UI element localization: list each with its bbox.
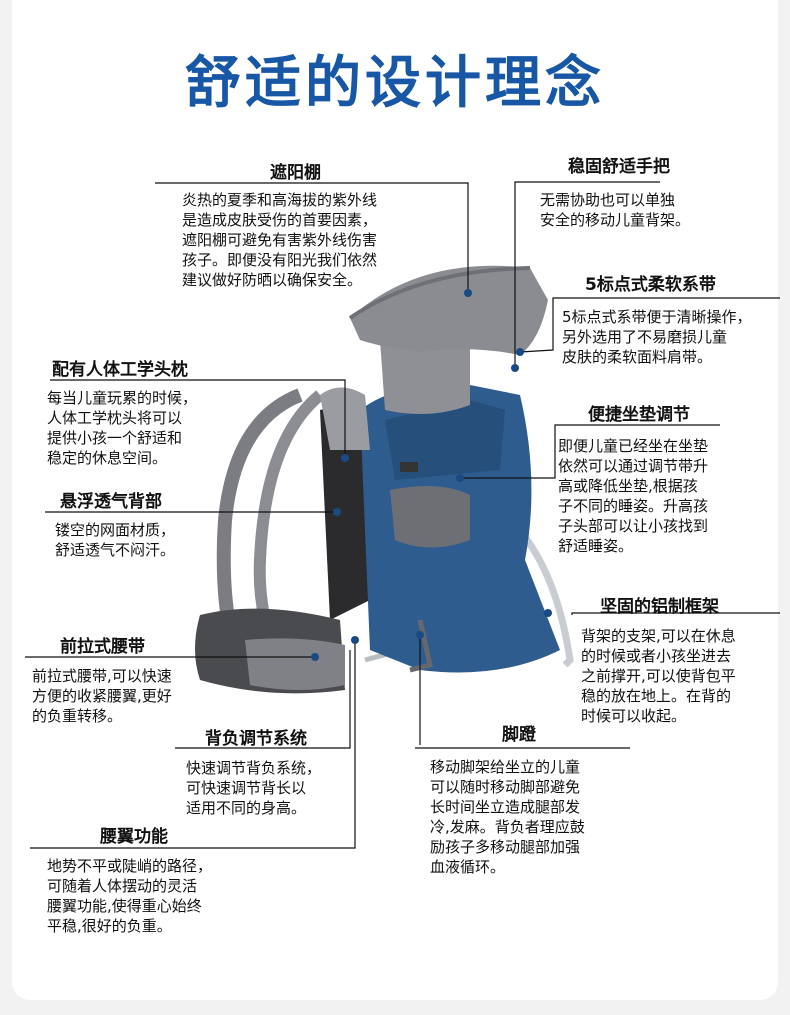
hipwing-title: 腰翼功能 bbox=[100, 827, 168, 847]
beltfront-title: 前拉式腰带 bbox=[60, 637, 145, 657]
cockpit-mesh bbox=[380, 336, 470, 414]
adjust-title: 背负调节系统 bbox=[205, 729, 307, 749]
headrest-desc: 每当儿童玩累的时候， 人体工学枕头将可以 提供小孩一个舒适和 稳定的休息空间。 bbox=[47, 389, 198, 467]
frame-desc: 背架的支架,可以在休息 的时候或者小孩坐进去 之前撑开,可以使背包平 稳的放在地… bbox=[581, 627, 736, 725]
back-desc: 镂空的网面材质， 舒适透气不闷汗。 bbox=[55, 521, 176, 559]
frame-title: 坚固的铝制框架 bbox=[600, 597, 719, 617]
sunshade-canopy bbox=[350, 265, 548, 355]
harness-desc: 5标点式系带便于清晰操作， 另外选用了不易磨损儿童 皮肤的柔软面料肩带。 bbox=[562, 308, 752, 366]
seat-title: 便捷坐垫调节 bbox=[588, 405, 690, 425]
handle-desc: 无需协助也可以单独 安全的移动儿童背架。 bbox=[540, 191, 691, 229]
harness-buckle bbox=[400, 462, 418, 472]
harness-title: 5标点式柔软系带 bbox=[585, 275, 716, 295]
mesh-back-panel bbox=[320, 400, 370, 620]
sunshade-desc: 炎热的夏季和高海拔的紫外线 是造成皮肤受伤的首要因素， 遮阳棚可避免有害紫外线伤… bbox=[182, 191, 378, 289]
carrier-front-panel bbox=[385, 400, 505, 480]
page-title: 舒适的设计理念 bbox=[185, 51, 605, 116]
hipwing-desc: 地势不平或陡峭的路径， 可随着人体摆动的灵活 腰翼功能,使得重心始终 平稳,很好… bbox=[47, 857, 213, 935]
adjust-desc: 快速调节背负系统， 可快速调节背长以 适用不同的身高。 bbox=[186, 759, 322, 817]
seat-desc: 即便儿童已经坐在坐垫 依然可以通过调节带升 高或降低坐垫,根据孩 子不同的睡姿。… bbox=[558, 437, 709, 555]
stirrup-title: 脚蹬 bbox=[502, 725, 536, 745]
stirrup-desc: 移动脚架给坐立的儿童 可以随时移动脚部避免 长时间坐立造成腿部发 冷,发麻。背负… bbox=[430, 758, 585, 876]
sunshade-title: 遮阳棚 bbox=[270, 163, 321, 183]
seat-pad bbox=[390, 486, 470, 548]
back-title: 悬浮透气背部 bbox=[60, 492, 162, 512]
hip-belt-pocket bbox=[245, 638, 345, 690]
handle-title: 稳固舒适手把 bbox=[568, 157, 670, 177]
headrest-title: 配有人体工学头枕 bbox=[52, 360, 188, 380]
beltfront-desc: 前拉式腰带,可以快速 方便的收紧腰翼,更好 的负重转移。 bbox=[32, 667, 172, 725]
sunshade-edge bbox=[348, 266, 531, 320]
